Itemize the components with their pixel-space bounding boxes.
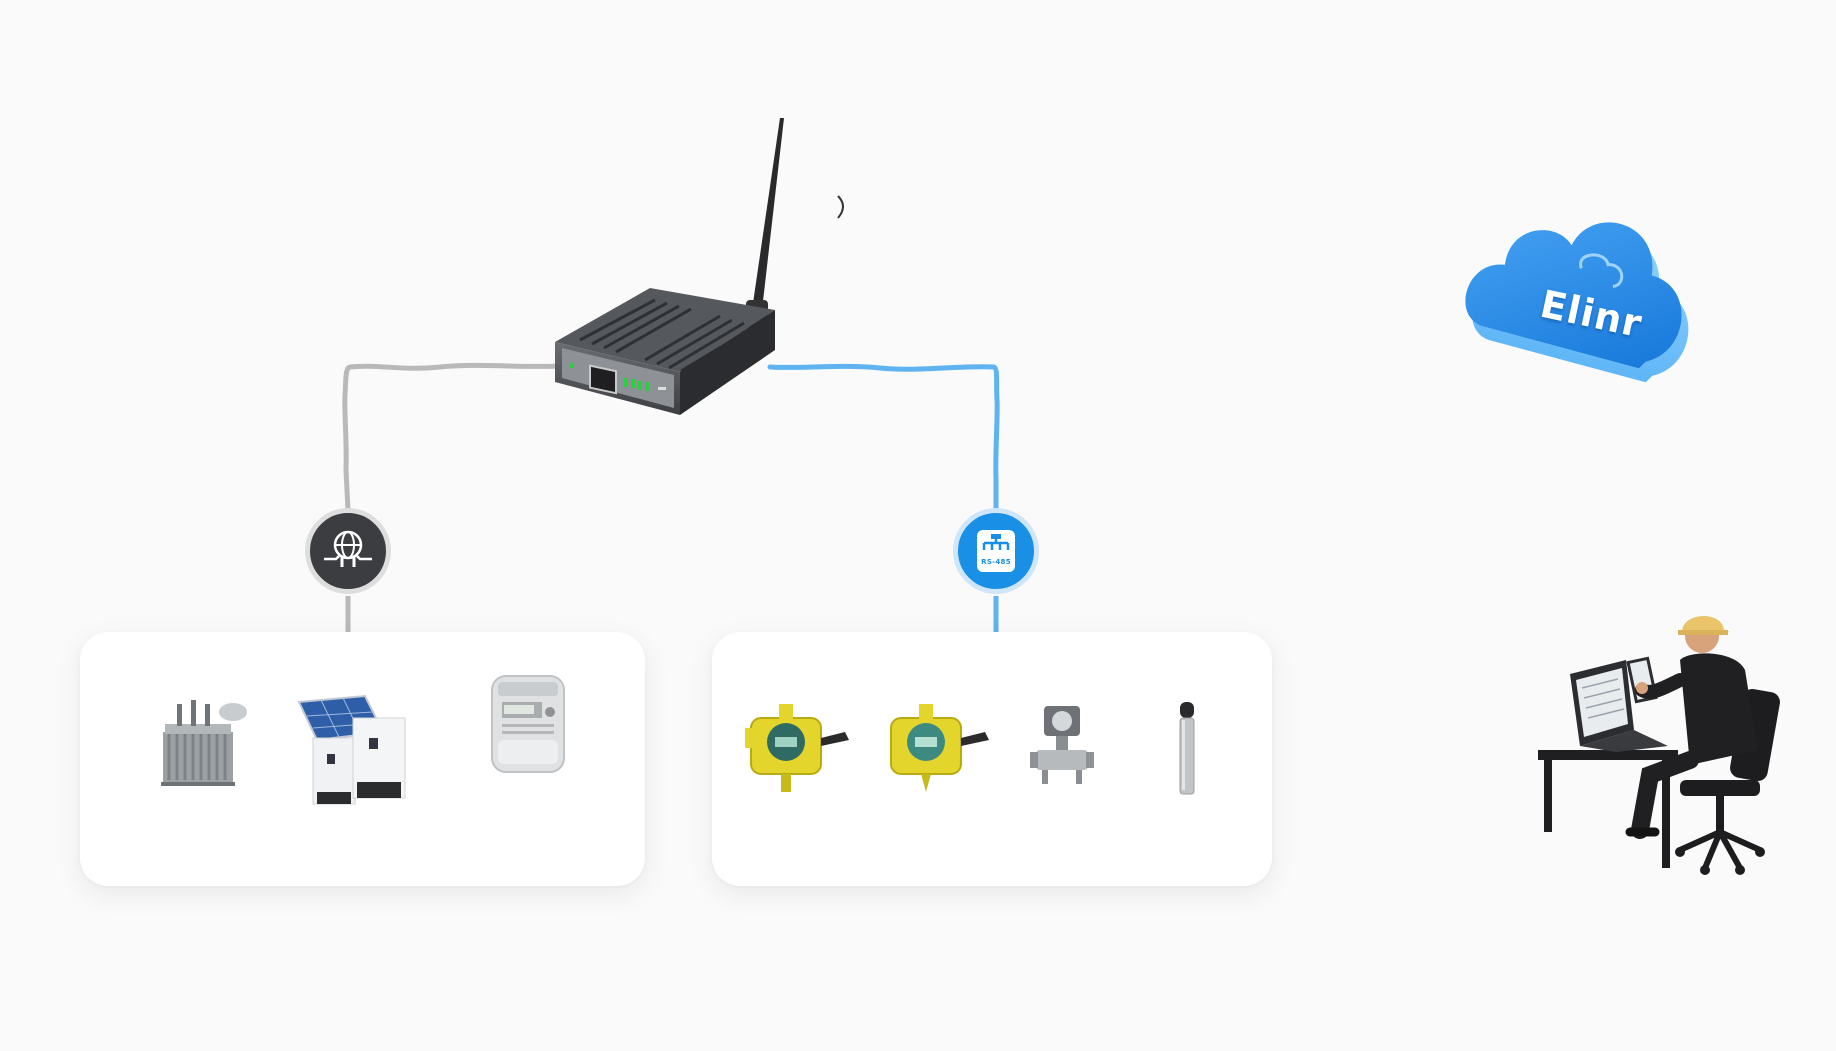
ethernet-globe-icon [324,530,372,567]
level-probe-icon [1179,702,1195,795]
wired-link-line [342,362,563,513]
rs485-label: RS-485 [981,558,1011,566]
signal-wave-icon [837,195,844,219]
gateway-router-icon [555,118,784,415]
solar-inverter-icon [297,694,406,805]
gas-detector-icon [890,704,989,792]
rs485-bus-icon: RS-485 [977,530,1015,572]
operator-workstation-icon [1538,615,1780,875]
ethernet-interface-badge [305,508,391,594]
flow-meter-icon [1030,706,1094,784]
gas-detector-icon [745,704,849,792]
cloud-platform-icon [1465,222,1689,383]
transformer-icon [161,700,247,786]
rs485-interface-badge: RS-485 [953,508,1039,594]
serial-link-line [767,363,1000,513]
energy-meter-icon [491,675,565,773]
